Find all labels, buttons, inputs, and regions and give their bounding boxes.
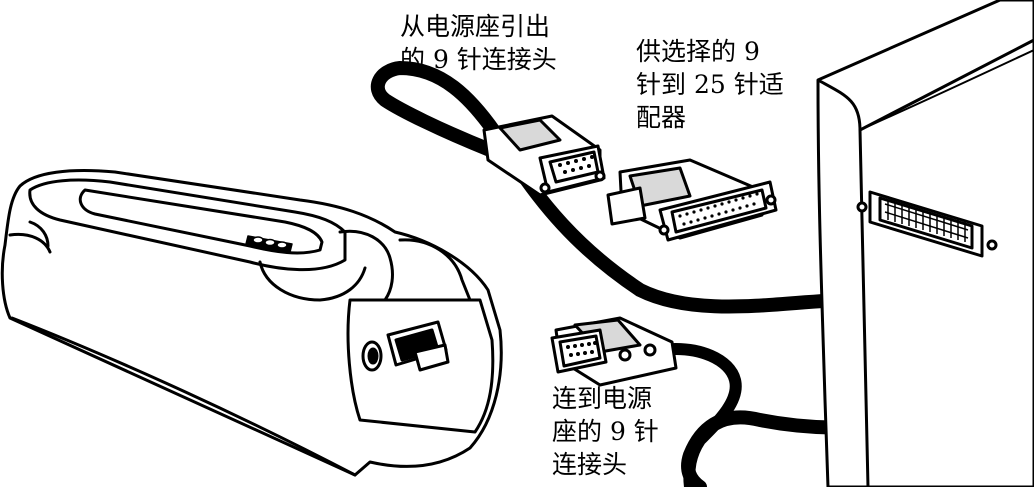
label-line: 配器 — [636, 103, 687, 132]
top-9pin-connector — [482, 114, 606, 197]
computer-case — [816, 0, 1034, 487]
label-line: 供选择的 9 — [636, 37, 760, 66]
bottom-9pin-connector — [550, 316, 678, 387]
label-adapter: 供选择的 9 针到 25 针适 配器 — [636, 35, 784, 134]
9-to-25-pin-adapter — [606, 158, 778, 242]
label-line: 的 9 针连接头 — [400, 45, 557, 74]
label-line: 针到 25 针适 — [636, 70, 784, 99]
cradle-indicator-lights — [245, 235, 293, 253]
label-bottom-9pin-connector: 连到电源 座的 9 针 连接头 — [552, 382, 659, 481]
label-line: 座的 9 针 — [552, 417, 659, 446]
cradle-power-jack — [361, 340, 383, 372]
label-top-9pin-connector: 从电源座引出 的 9 针连接头 — [400, 10, 557, 76]
cradle — [0, 169, 503, 477]
cradle-serial-port — [386, 320, 450, 372]
label-line: 从电源座引出 — [400, 12, 551, 41]
label-line: 连到电源 — [552, 384, 653, 413]
computer-serial-port — [856, 190, 998, 258]
label-line: 连接头 — [552, 450, 628, 479]
